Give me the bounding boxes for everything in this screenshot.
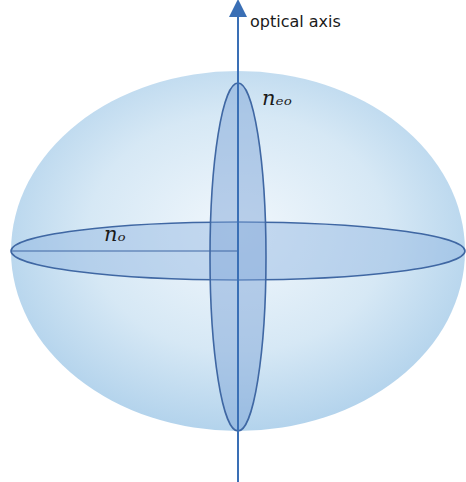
optical-axis-arrow — [237, 8, 239, 482]
axis-label: optical axis — [250, 14, 341, 30]
refractive-index-label: nₑₒ — [262, 88, 292, 109]
refractive-index-label: nₒ — [104, 224, 126, 245]
radius-line — [12, 250, 238, 251]
